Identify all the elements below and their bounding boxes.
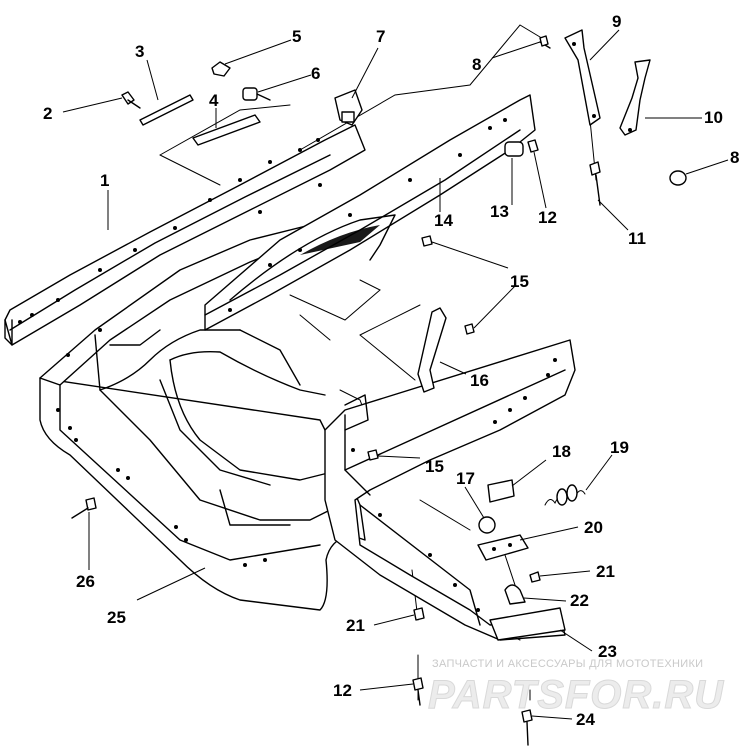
watermark-tagline: ЗАПЧАСТИ И АКСЕССУАРЫ ДЛЯ МОТОТЕХНИКИ xyxy=(432,658,703,670)
callout-14: 14 xyxy=(434,211,453,230)
callout-16: 16 xyxy=(470,371,489,390)
callout-9: 9 xyxy=(612,12,621,31)
leader-lines xyxy=(62,29,729,720)
callout-8-right: 8 xyxy=(730,148,739,167)
callout-21-right: 21 xyxy=(596,562,615,581)
bolt-2 xyxy=(121,91,141,109)
rivet-15c xyxy=(367,449,379,461)
callout-24: 24 xyxy=(576,710,595,729)
bracket-16 xyxy=(417,307,447,393)
latch-18 xyxy=(487,479,515,503)
bushing-6 xyxy=(242,87,271,101)
bolt-12-bottom xyxy=(412,677,424,706)
callout-15-top: 15 xyxy=(510,272,529,291)
bolt-24 xyxy=(521,709,533,746)
callout-20: 20 xyxy=(584,518,603,537)
callout-25: 25 xyxy=(107,608,126,627)
watermark: ЗАПЧАСТИ И АКСЕССУАРЫ ДЛЯ МОТОТЕХНИКИ PA… xyxy=(428,658,724,718)
callout-19: 19 xyxy=(610,438,629,457)
hinge-plate-20 xyxy=(477,534,529,561)
callout-numbers: 1 2 3 4 5 6 7 8 9 10 8 11 12 13 14 15 15… xyxy=(43,12,739,729)
upper-side-rail xyxy=(204,94,536,331)
spring-19 xyxy=(544,484,586,506)
callout-22: 22 xyxy=(570,591,589,610)
callout-6: 6 xyxy=(311,64,320,83)
belly-pan-frame xyxy=(39,209,381,611)
callout-7: 7 xyxy=(376,27,385,46)
callout-11: 11 xyxy=(628,229,646,248)
callout-17: 17 xyxy=(456,469,475,488)
bolt-12-top xyxy=(527,139,539,153)
callout-26: 26 xyxy=(76,572,95,591)
callout-5: 5 xyxy=(292,27,301,46)
rivet-15a xyxy=(421,235,433,247)
plate-4 xyxy=(192,114,261,146)
front-bumper-rail xyxy=(324,339,576,641)
callout-1: 1 xyxy=(100,171,109,190)
bolt-21b xyxy=(413,607,425,621)
bolt-11 xyxy=(589,161,601,206)
callout-8-top: 8 xyxy=(472,55,481,74)
spacer-13 xyxy=(504,141,524,157)
callout-3: 3 xyxy=(135,42,144,61)
callout-4: 4 xyxy=(209,91,219,110)
nut-5 xyxy=(211,61,231,77)
callout-12-bottom: 12 xyxy=(333,681,352,700)
clip-3 xyxy=(139,94,194,126)
bracket-23 xyxy=(489,607,566,641)
watermark-logo: PARTSFOR.RU xyxy=(428,673,724,717)
bolt-26 xyxy=(71,497,97,519)
callout-18: 18 xyxy=(552,442,571,461)
callout-10: 10 xyxy=(704,108,723,127)
callout-13: 13 xyxy=(490,202,509,221)
left-upper-rail xyxy=(4,124,366,346)
callout-2: 2 xyxy=(43,104,52,123)
link-10 xyxy=(619,59,651,136)
callout-23: 23 xyxy=(598,642,617,661)
washer-17 xyxy=(478,516,496,534)
bolt-21a xyxy=(529,571,541,583)
strut-9 xyxy=(564,29,601,126)
cap-8b xyxy=(669,170,687,186)
rivet-15b xyxy=(464,323,475,335)
callout-15-mid: 15 xyxy=(425,457,444,476)
callout-21-left: 21 xyxy=(346,616,365,635)
bracket-7 xyxy=(334,89,363,126)
cap-8a xyxy=(539,35,551,49)
clamp-22 xyxy=(504,584,526,605)
callout-12-top: 12 xyxy=(538,208,557,227)
